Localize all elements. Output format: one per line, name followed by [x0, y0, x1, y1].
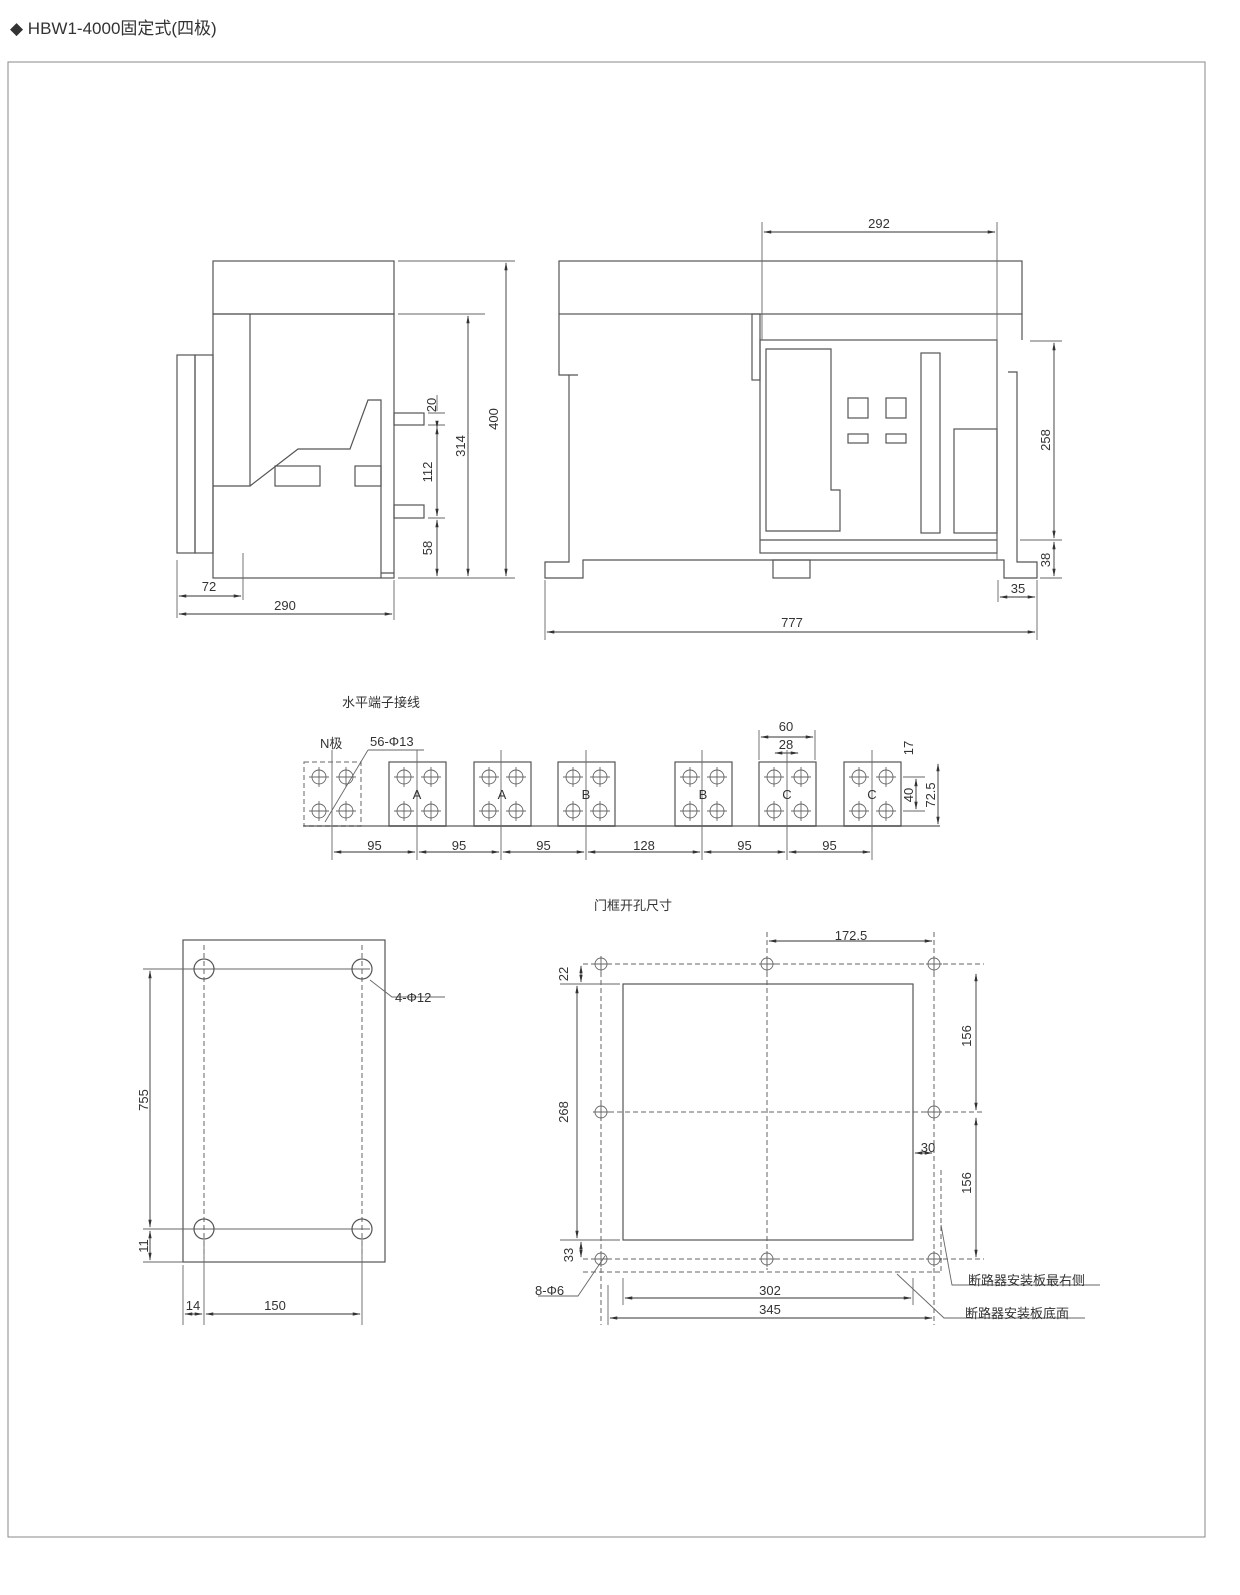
dim-22: 22	[556, 967, 571, 981]
terminal-bar: B	[674, 750, 733, 860]
spacing-dim: 95	[367, 838, 381, 853]
spacing-dim: 128	[633, 838, 655, 853]
dim-755: 755	[136, 1089, 151, 1111]
title-text: HBW1-4000固定式(四极)	[27, 19, 217, 38]
dim-112: 112	[420, 462, 435, 483]
note-bottom-face: 断路器安装板底面	[965, 1306, 1069, 1321]
phase-label: A	[498, 787, 507, 802]
dim-156-lower: 156	[959, 1172, 974, 1194]
dim-35: 35	[1011, 581, 1025, 596]
dim-292: 292	[868, 216, 890, 231]
dim-11: 11	[136, 1239, 151, 1253]
n-pole-terminal	[303, 750, 362, 860]
dim-40: 40	[901, 788, 916, 802]
cutout-heading: 门框开孔尺寸	[594, 898, 672, 913]
dim-30: 30	[921, 1140, 935, 1155]
dim-345: 345	[759, 1302, 781, 1317]
dim-28: 28	[779, 737, 793, 752]
dim-258: 258	[1038, 429, 1053, 451]
phase-label: B	[582, 787, 591, 802]
dim-20: 20	[424, 398, 439, 412]
dim-268: 268	[556, 1101, 571, 1123]
phase-label: B	[699, 787, 708, 802]
dim-38: 38	[1038, 553, 1053, 567]
dim-58: 58	[420, 541, 435, 555]
dim-150: 150	[264, 1298, 286, 1313]
mounting-plate: 4-Φ12 755 11 14 150	[136, 939, 445, 1325]
n-pole-label: N极	[320, 736, 342, 751]
page-title: ◆ HBW1-4000固定式(四极)	[10, 19, 217, 38]
spacing-dim: 95	[536, 838, 550, 853]
dim-314: 314	[453, 435, 468, 457]
dim-14: 14	[186, 1298, 200, 1313]
mount-hole-spec: 4-Φ12	[395, 990, 431, 1005]
phase-label: C	[867, 787, 876, 802]
dim-172-5: 172.5	[835, 928, 868, 943]
terminal-bar: A	[473, 750, 532, 860]
dim-33: 33	[561, 1248, 576, 1262]
dim-60: 60	[779, 719, 793, 734]
terminal-heading: 水平端子接线	[342, 695, 420, 710]
spacing-dim: 95	[737, 838, 751, 853]
phase-label: C	[782, 787, 791, 802]
dim-156-upper: 156	[959, 1025, 974, 1047]
dim-17: 17	[901, 741, 916, 755]
terminal-bar: B	[557, 750, 616, 860]
terminal-layout: 水平端子接线 N极 56-Φ13 60 28 17 40 72.5 A A B B C C…	[303, 695, 940, 860]
terminal-hole-spec: 56-Φ13	[370, 734, 414, 749]
cutout-hole-spec: 8-Φ6	[535, 1283, 564, 1298]
dim-302: 302	[759, 1283, 781, 1298]
dim-400: 400	[486, 408, 501, 430]
dim-290: 290	[274, 598, 296, 613]
note-right-edge: 断路器安装板最右侧	[968, 1273, 1085, 1288]
side-view: 20 112 58 314 400 72 290	[176, 260, 515, 620]
terminal-bar: C	[843, 750, 902, 860]
dim-777: 777	[781, 615, 803, 630]
spacing-dim: 95	[822, 838, 836, 853]
door-cutout: 门框开孔尺寸 172.5 22 268 33 156 156 30 302 34…	[535, 898, 1100, 1325]
dim-72-5: 72.5	[923, 782, 938, 807]
dim-72: 72	[202, 579, 216, 594]
drawing-frame	[7, 61, 1206, 1538]
terminal-bar: A	[388, 750, 447, 860]
spacing-dim: 95	[452, 838, 466, 853]
terminal-bar: C	[758, 750, 817, 860]
phase-label: A	[413, 787, 422, 802]
front-view: 292 258 38 35 777	[544, 216, 1062, 640]
